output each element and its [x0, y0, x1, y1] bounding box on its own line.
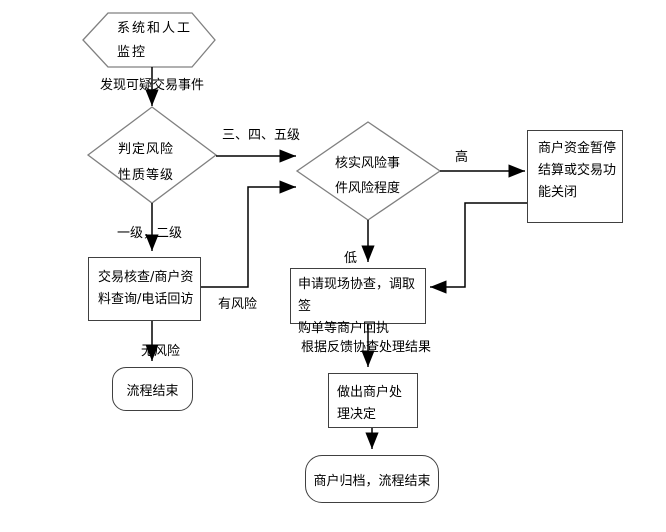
text-line: 申请现场协查，调取签 — [298, 277, 416, 314]
edge-label-level-1-2: 一级，二级 — [117, 226, 183, 241]
connector-check-to-verify — [200, 180, 296, 288]
text-line: 理决定 — [337, 407, 377, 422]
text-line: 能关闭 — [538, 185, 578, 200]
text-line: 结算或交易功 — [538, 163, 617, 178]
judge-risk-node-label: 判定风险 性质等级 — [118, 137, 174, 189]
text-line: 购单等商户回执 — [298, 321, 390, 336]
end-process-node: 流程结束 — [112, 367, 193, 411]
text-line: 核实风险事 — [335, 156, 401, 171]
text-line: 件风险程度 — [335, 181, 401, 196]
text-line: 交易核查/商户资 — [98, 270, 194, 285]
edge-label-has-risk: 有风险 — [218, 297, 258, 312]
verify-risk-node-label: 核实风险事 件风险程度 — [335, 151, 400, 201]
text-line: 商户资金暂停 — [538, 141, 617, 156]
edge-label-no-risk: 无风险 — [141, 344, 181, 359]
monitor-node-label: 系统和人工 监控 — [117, 17, 192, 65]
monitor-hexagon-shape — [82, 12, 216, 68]
onsite-investigation-node: 申请现场协查，调取签 购单等商户回执 — [290, 268, 426, 336]
archive-end-process-node: 商户归档，流程结束 — [305, 455, 439, 503]
edge-label-feedback-result: 根据反馈协查处理结果 — [301, 340, 432, 355]
edge-label-level-3-4-5: 三、四、五级 — [222, 128, 301, 143]
text-line: 做出商户处 — [337, 385, 403, 400]
text-line: 监控 — [117, 45, 148, 60]
text-line: 商户归档，流程结束 — [313, 473, 431, 489]
merchant-decision-node: 做出商户处 理决定 — [328, 373, 418, 428]
edge-label-suspicious-event: 发现可疑交易事件 — [100, 78, 205, 93]
suspend-settlement-node: 商户资金暂停 结算或交易功 能关闭 — [527, 130, 623, 223]
check-process-node: 交易核查/商户资 料查询/电话回访 — [88, 257, 201, 321]
edge-label-high: 高 — [455, 150, 469, 165]
edge-label-low: 低 — [344, 251, 358, 266]
text-line: 系统和人工 — [117, 21, 193, 36]
text-line: 性质等级 — [118, 168, 175, 183]
connector-suspend-to-onsite — [430, 202, 527, 294]
text-line: 料查询/电话回访 — [98, 292, 194, 307]
text-line: 判定风险 — [118, 142, 175, 157]
text-line: 流程结束 — [126, 383, 179, 399]
